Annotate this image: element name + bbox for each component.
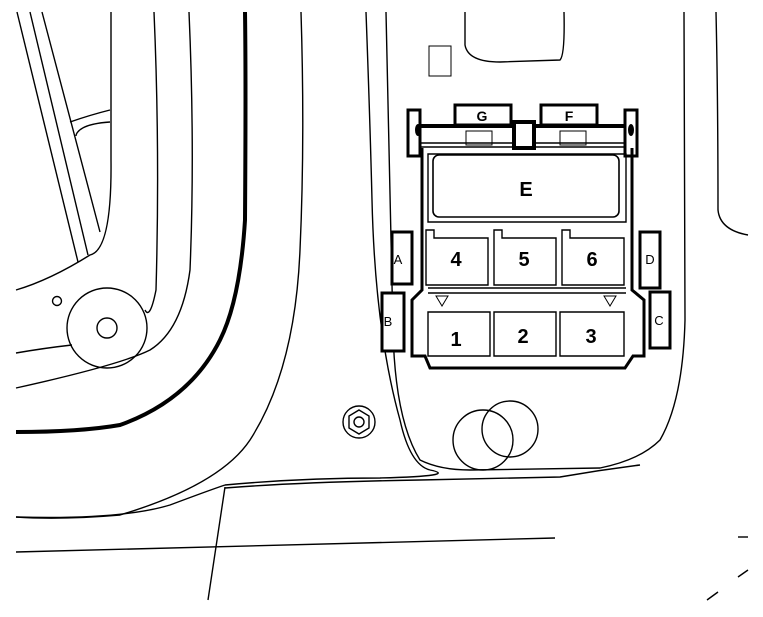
relay-slot-2-label: 2 xyxy=(517,326,528,348)
relay-slot-4-label: 4 xyxy=(450,249,462,271)
left-trim-panel xyxy=(15,11,112,291)
relay-slot-3-label: 3 xyxy=(585,326,596,348)
floor-lines xyxy=(15,464,749,601)
side-tab-A[interactable]: A xyxy=(390,230,414,286)
relay-slot-6[interactable]: 6 xyxy=(561,229,625,286)
side-tab-A-label: A xyxy=(394,252,403,267)
connector-G-label: G xyxy=(477,108,488,124)
mounting-boss xyxy=(15,287,148,369)
connector-F-label: F xyxy=(565,108,574,124)
relay-slot-6-label: 6 xyxy=(586,249,597,271)
relay-slot-1[interactable]: 1 xyxy=(427,295,491,357)
connector-F[interactable]: F xyxy=(539,103,599,127)
relay-slot-2[interactable]: 2 xyxy=(493,311,557,357)
relay-slot-4[interactable]: 4 xyxy=(425,229,489,286)
relay-box-housing xyxy=(406,108,646,370)
side-tab-C[interactable]: C xyxy=(648,290,672,350)
connector-E[interactable]: E xyxy=(432,154,620,218)
side-tab-C-label: C xyxy=(654,313,663,328)
body-contours xyxy=(15,11,431,519)
connector-E-label: E xyxy=(519,179,532,201)
connector-G[interactable]: G xyxy=(453,103,513,127)
hex-bolt xyxy=(342,405,376,439)
right-panel xyxy=(385,11,749,471)
round-access-hole xyxy=(481,400,539,458)
relay-slot-1-label: 1 xyxy=(450,329,461,351)
relay-slot-5[interactable]: 5 xyxy=(493,229,557,286)
relay-slot-3[interactable]: 3 xyxy=(559,295,625,357)
relay-slot-5-label: 5 xyxy=(518,249,529,271)
side-tab-D-label: D xyxy=(645,252,654,267)
side-tab-B[interactable]: B xyxy=(380,291,406,353)
side-tab-B-label: B xyxy=(384,314,393,329)
side-tab-D[interactable]: D xyxy=(638,230,662,290)
